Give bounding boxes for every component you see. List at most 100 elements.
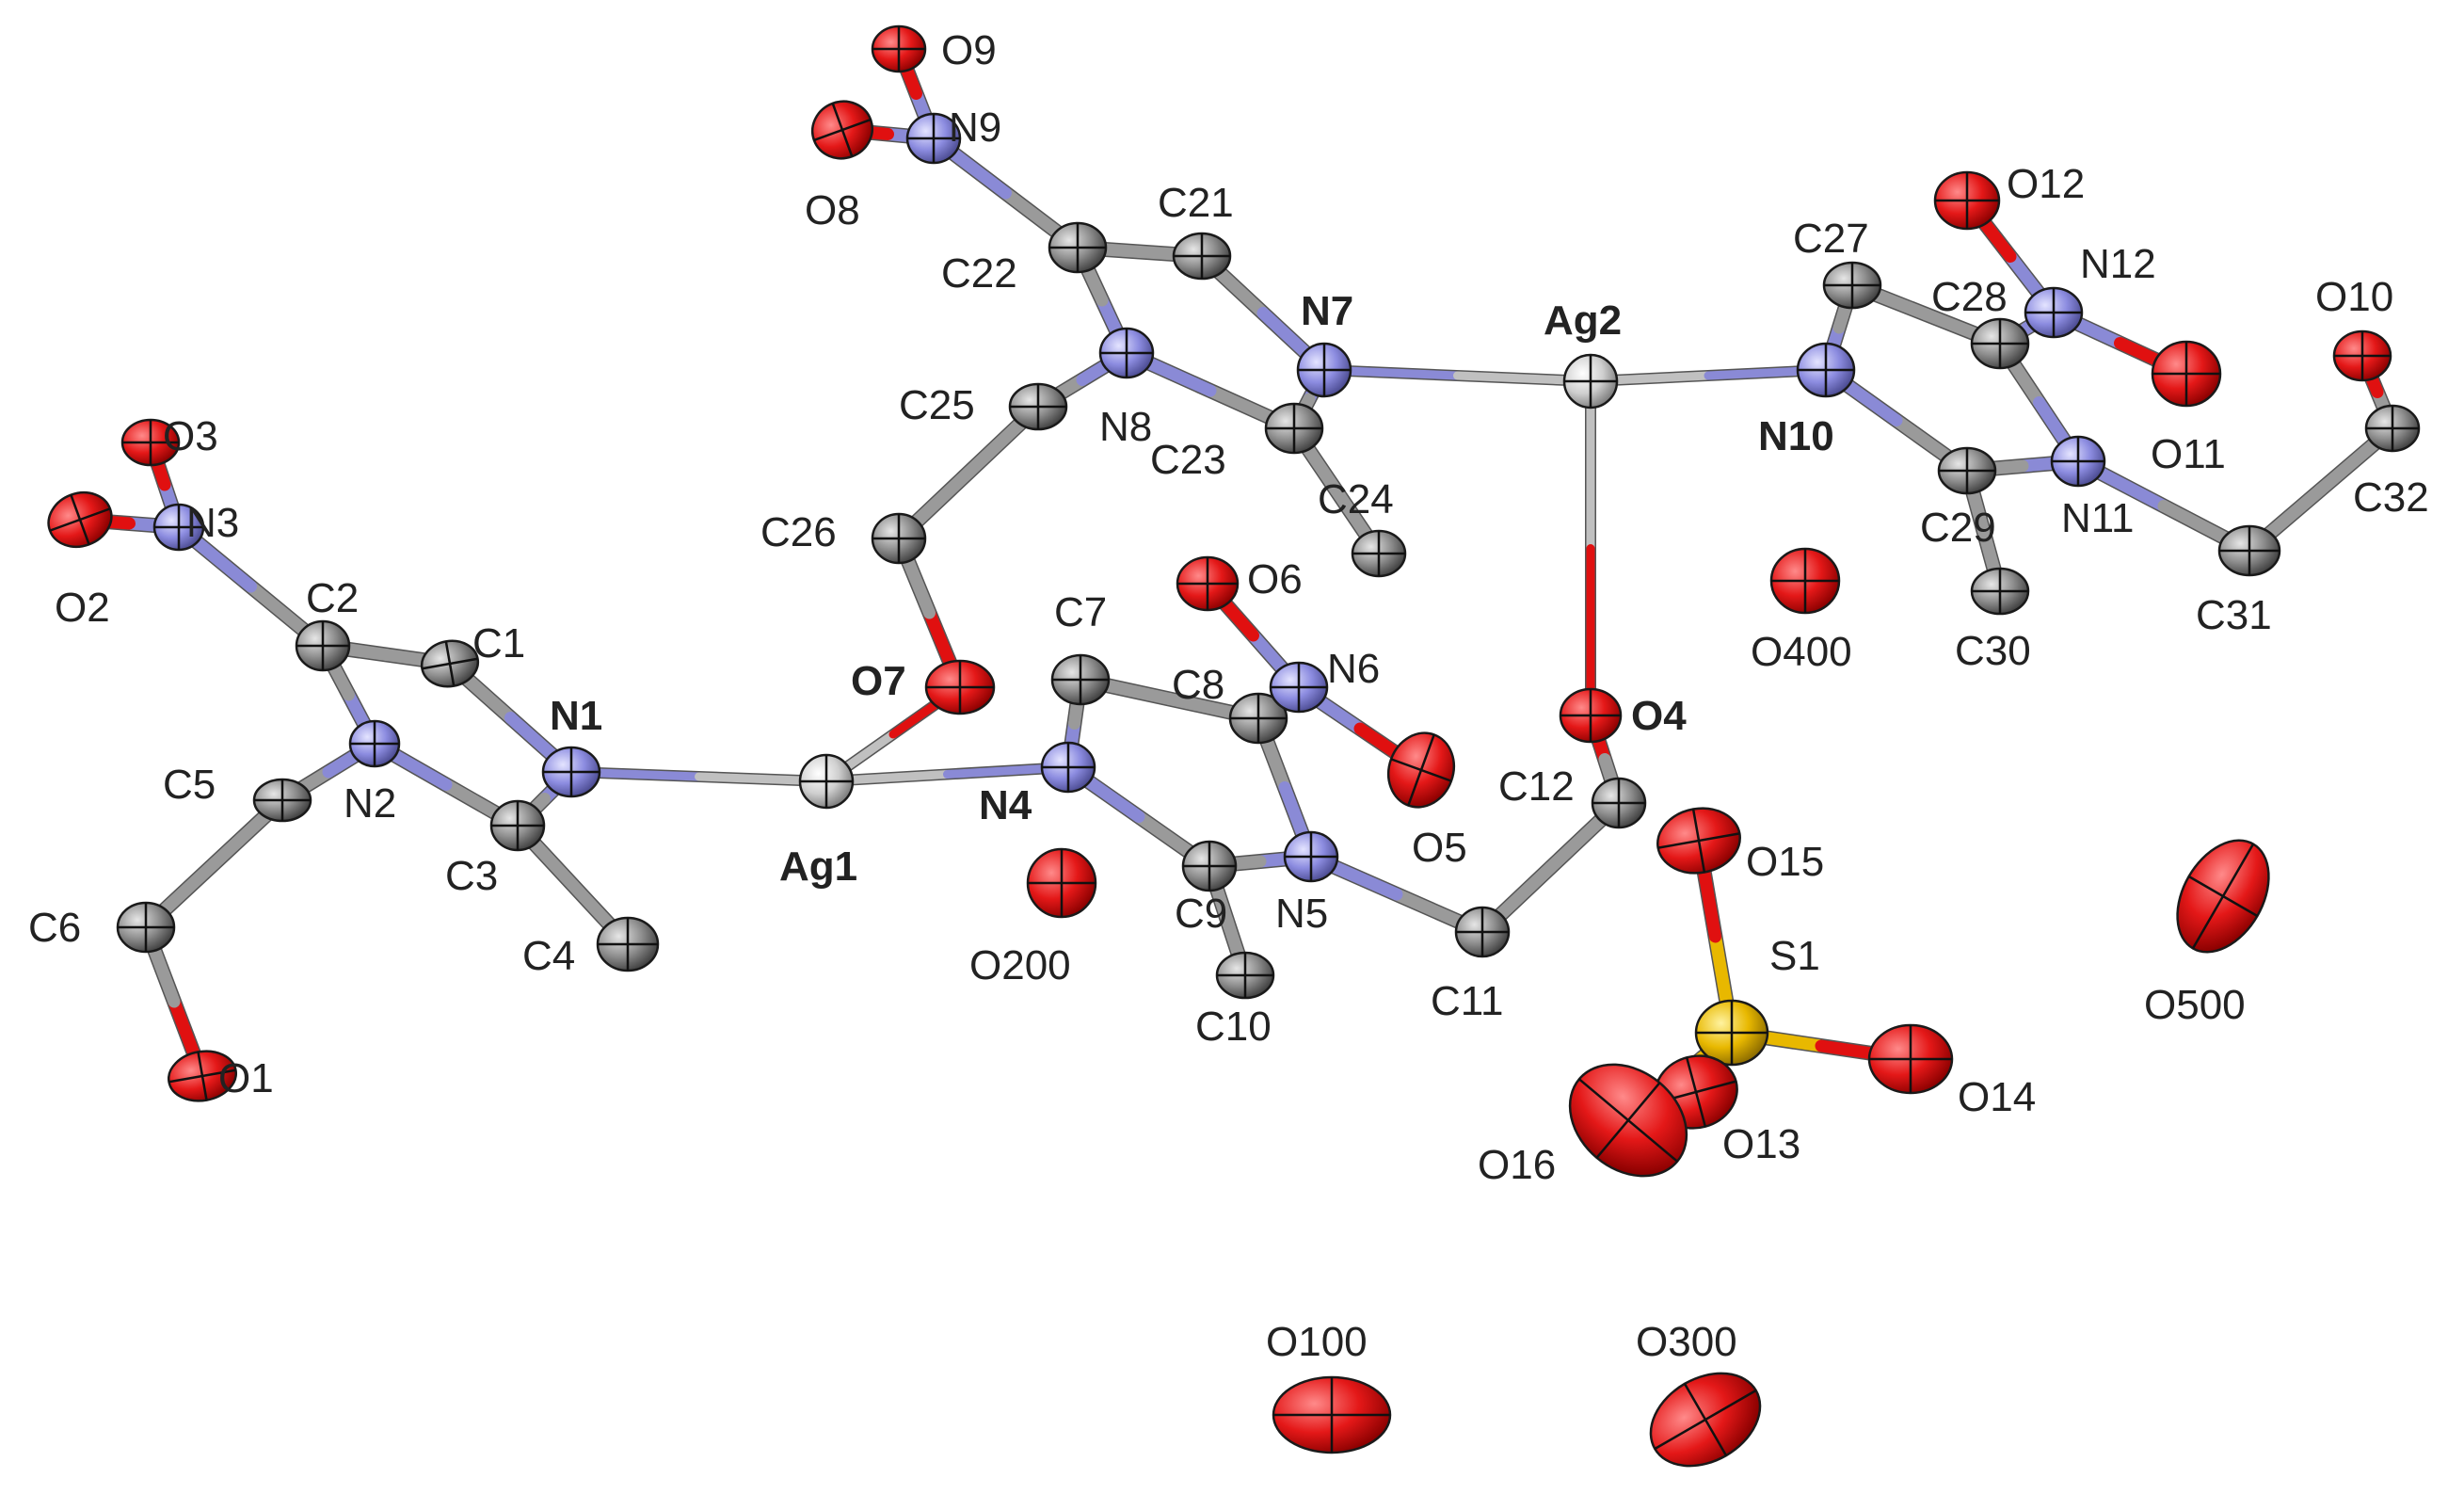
bond-Ag2-N10	[1585, 364, 1832, 387]
atom-C26	[871, 512, 927, 565]
label-n7: N7	[1301, 288, 1353, 334]
label-c32: C32	[2353, 474, 2429, 521]
label-n5: N5	[1275, 891, 1328, 937]
label-c30: C30	[1955, 628, 2031, 674]
label-c23: C23	[1150, 437, 1226, 483]
atom-C23	[1264, 402, 1324, 455]
label-c21: C21	[1158, 180, 1234, 226]
label-n10: N10	[1758, 413, 1834, 459]
label-c27: C27	[1793, 216, 1869, 262]
atom-C29	[1937, 446, 1997, 495]
atom-C2	[295, 619, 351, 672]
atom-C24	[1351, 529, 1407, 578]
atom-C5	[252, 778, 312, 823]
atom-C6	[116, 901, 176, 954]
label-c29: C29	[1920, 505, 1996, 551]
label-c22: C22	[941, 250, 1017, 297]
label-o3: O3	[163, 413, 218, 459]
label-o100: O100	[1266, 1319, 1368, 1365]
atom-O11	[2151, 340, 2222, 408]
label-o15: O15	[1746, 839, 1824, 885]
label-o200: O200	[969, 942, 1071, 988]
atom-N5	[1283, 830, 1339, 883]
atom-O300	[1649, 1372, 1762, 1468]
atom-O200	[1026, 847, 1097, 919]
atom-C10	[1215, 951, 1275, 1000]
bond-C6-C5	[138, 793, 290, 935]
atom-O5	[1386, 731, 1456, 809]
atom-N7	[1296, 342, 1352, 398]
atom-N11	[2050, 435, 2106, 488]
label-o8: O8	[805, 187, 860, 233]
atom-C32	[2364, 404, 2421, 453]
label-n9: N9	[949, 104, 1001, 151]
atom-C7	[1050, 653, 1111, 706]
atom-O16	[1568, 1063, 1688, 1178]
atom-O500	[2176, 839, 2270, 954]
atom-C28	[1970, 317, 2030, 370]
atom-N3	[152, 503, 205, 552]
label-c3: C3	[445, 853, 498, 899]
label-o1: O1	[218, 1055, 274, 1101]
label-c10: C10	[1195, 1004, 1272, 1050]
atom-O7	[924, 659, 996, 715]
atom-N12	[2024, 286, 2084, 339]
atom-C22	[1048, 221, 1108, 274]
atom-N6	[1269, 661, 1329, 714]
label-ag1: Ag1	[779, 843, 857, 890]
label-n4: N4	[979, 782, 1032, 828]
label-o500: O500	[2144, 982, 2246, 1028]
label-c9: C9	[1175, 891, 1227, 937]
label-o12: O12	[2007, 161, 2085, 207]
label-o13: O13	[1722, 1121, 1800, 1167]
atom-N2	[348, 719, 401, 768]
atom-O2	[47, 490, 113, 549]
atom-C9	[1181, 840, 1238, 892]
label-c8: C8	[1172, 662, 1224, 708]
atom-O15	[1656, 807, 1741, 875]
atom-O3	[120, 418, 181, 467]
atom-O100	[1272, 1375, 1392, 1454]
label-c2: C2	[306, 575, 359, 621]
label-n11: N11	[2061, 495, 2134, 541]
label-o400: O400	[1751, 629, 1852, 675]
atom-O400	[1769, 547, 1841, 615]
label-n1: N1	[550, 693, 602, 739]
atom-C12	[1591, 777, 1647, 829]
atom-N10	[1796, 342, 1856, 398]
label-c24: C24	[1318, 476, 1394, 522]
label-c31: C31	[2196, 592, 2272, 638]
label-o14: O14	[1958, 1074, 2036, 1120]
atom-O12	[1933, 170, 2001, 231]
atom-C3	[489, 799, 546, 852]
label-c5: C5	[163, 762, 216, 808]
label-o5: O5	[1412, 825, 1467, 871]
label-c26: C26	[760, 509, 837, 555]
label-n3: N3	[186, 500, 239, 546]
atom-O1	[168, 1050, 237, 1102]
atom-C8	[1228, 692, 1288, 745]
atom-N4	[1040, 741, 1096, 794]
atom-O8	[810, 100, 874, 160]
atom-C30	[1970, 567, 2030, 616]
label-o16: O16	[1478, 1142, 1556, 1188]
atom-C4	[596, 916, 660, 972]
atom-C1	[420, 639, 480, 688]
label-o10: O10	[2315, 274, 2393, 320]
atom-C25	[1008, 382, 1068, 431]
label-o4: O4	[1631, 693, 1687, 739]
atom-O9	[871, 24, 927, 73]
label-o2: O2	[55, 585, 110, 631]
atom-C27	[1822, 261, 1882, 310]
atom-N1	[541, 746, 601, 798]
atom-O14	[1867, 1023, 1954, 1095]
label-o6: O6	[1247, 556, 1303, 602]
label-c6: C6	[28, 905, 81, 951]
label-c12: C12	[1498, 763, 1575, 810]
bond-C12-C11	[1475, 795, 1626, 940]
atom-S1	[1694, 999, 1769, 1067]
atom-O4	[1559, 687, 1623, 744]
label-c28: C28	[1931, 274, 2008, 320]
